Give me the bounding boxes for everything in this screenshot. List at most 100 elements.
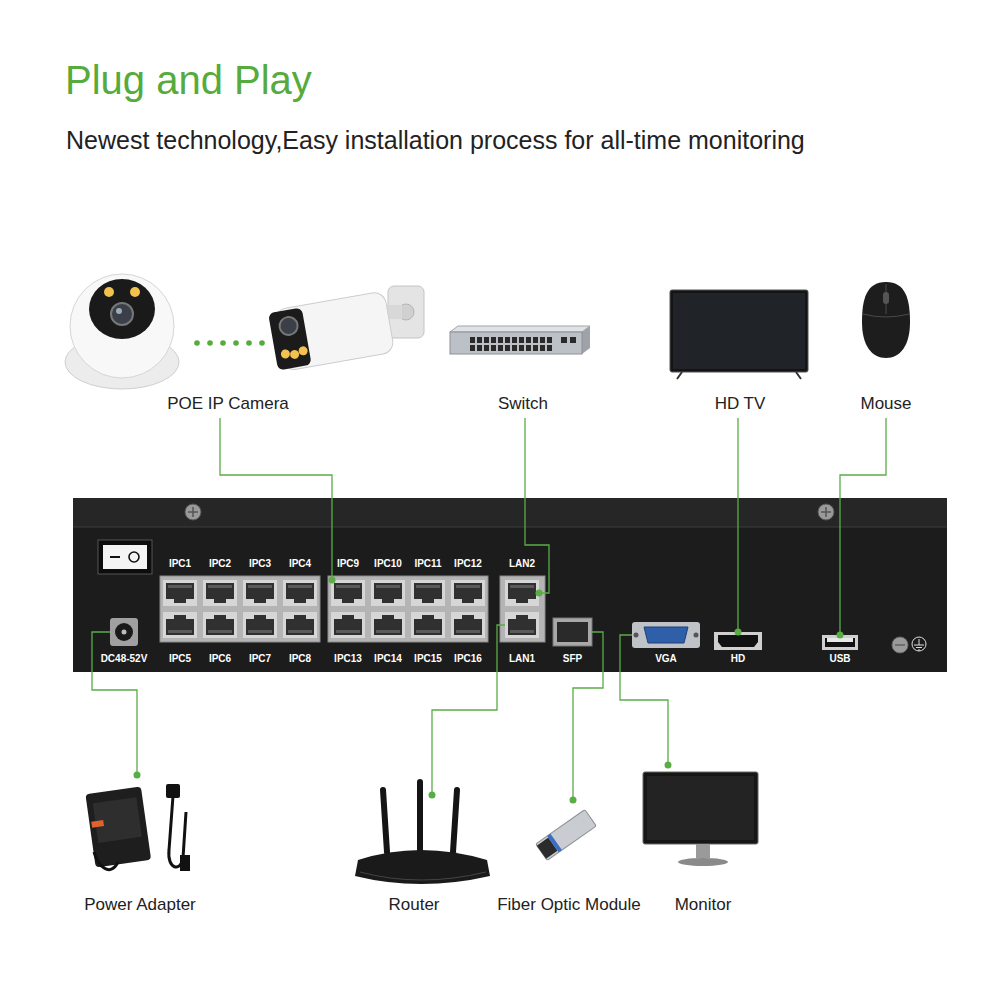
router-icon	[355, 782, 490, 884]
link-dots	[207, 340, 213, 346]
nvr-chassis	[73, 498, 947, 527]
port-label: IPC9	[337, 557, 359, 571]
nvr-chassis	[818, 504, 834, 520]
device-label: Power Adapter	[84, 894, 196, 916]
network-switch	[450, 326, 590, 332]
power-adapter-icon	[93, 797, 142, 843]
port-node: IPC6	[203, 612, 237, 638]
port-label: IPC8	[289, 652, 311, 666]
port-node: USB	[822, 635, 858, 650]
monitor-icon	[696, 844, 710, 858]
page-subtitle: Newest technology,Easy installation proc…	[66, 125, 805, 155]
port-node: IPC16	[451, 612, 485, 638]
nvr-chassis	[821, 507, 831, 517]
nvr-chassis	[188, 507, 198, 517]
dc-jack	[110, 618, 138, 646]
port-node: IPC12	[451, 580, 485, 606]
device-node: Mouse	[850, 275, 922, 418]
mouse-icon	[863, 314, 909, 317]
sfp-module-icon	[547, 834, 562, 853]
network-switch	[570, 337, 576, 343]
dome-camera	[70, 274, 174, 378]
port-node: IPC3	[243, 580, 277, 606]
rj45-block	[451, 580, 485, 606]
router-icon	[453, 790, 457, 852]
port-label: IPC11	[414, 557, 441, 571]
link-dots	[246, 340, 252, 346]
rj45-block	[243, 580, 277, 606]
dome-camera	[104, 287, 114, 297]
network-switch	[582, 326, 590, 354]
port-label: IPC13	[334, 652, 362, 666]
rj45-block	[411, 612, 445, 638]
port-node: IPC8	[283, 612, 317, 638]
device-node: POE IP Camera	[60, 275, 396, 418]
vga-port	[632, 622, 700, 648]
link-dots	[220, 340, 226, 346]
rj45-block	[160, 576, 545, 642]
connector-dot	[735, 629, 742, 636]
rj45-block	[331, 580, 365, 606]
bullet-camera	[289, 349, 299, 359]
device-label: Router	[388, 894, 439, 916]
rj45-block	[331, 612, 365, 638]
port-label: IPC15	[414, 652, 442, 666]
device-label: Monitor	[675, 894, 732, 916]
monitor-icon	[647, 776, 754, 840]
port-label: IPC3	[249, 557, 271, 571]
power-adapter-icon	[94, 852, 118, 870]
port-label: IPC7	[249, 652, 271, 666]
connector-dot	[429, 792, 436, 799]
device-label: POE IP Camera	[167, 393, 289, 415]
power-adapter-icon	[85, 784, 190, 871]
port-label: IPC14	[374, 652, 402, 666]
nvr-chassis	[185, 504, 201, 520]
bullet-camera	[298, 346, 308, 356]
bullet-camera	[268, 291, 395, 373]
port-label: DC48-52V	[101, 652, 148, 666]
rj45-block	[451, 612, 485, 638]
device-node: Monitor	[650, 765, 756, 919]
port-label: IPC1	[169, 557, 191, 571]
ground-terminal	[912, 637, 926, 651]
rj45-block	[243, 612, 277, 638]
rj45-block	[500, 576, 545, 642]
tv-screen	[670, 290, 808, 379]
port-node: IPC11	[411, 580, 445, 606]
rj45-block	[371, 580, 405, 606]
port-label: IPC4	[289, 557, 311, 571]
ground-terminal	[892, 637, 926, 653]
port-node: IPC2	[203, 580, 237, 606]
connector-dot	[329, 577, 336, 584]
port-label: USB	[829, 652, 850, 666]
device-node: HD TV	[662, 282, 818, 418]
usb-port	[827, 638, 853, 642]
port-node: VGA	[632, 622, 700, 648]
device-node: Power Adapter	[70, 775, 210, 919]
power-switch	[98, 540, 152, 574]
device-node: Fiber Optic Module	[489, 800, 649, 919]
hdmi-port	[718, 635, 758, 647]
port-node: IPC1	[163, 580, 197, 606]
dc-jack	[122, 630, 127, 635]
dome-camera	[130, 287, 140, 297]
port-node: IPC13	[331, 612, 365, 638]
router-icon	[383, 790, 387, 852]
rj45-block	[283, 612, 317, 638]
rj45-block	[160, 576, 320, 642]
network-switch	[561, 337, 567, 343]
vga-port	[632, 622, 700, 648]
power-adapter-icon	[180, 855, 190, 871]
port-label: IPC10	[374, 557, 402, 571]
dome-camera	[116, 308, 122, 314]
mouse-icon	[862, 282, 910, 358]
rj45-block	[203, 612, 237, 638]
dc-jack	[115, 623, 133, 641]
device-node: Switch	[443, 318, 603, 418]
nvr-chassis	[73, 527, 947, 528]
vga-port	[694, 633, 699, 638]
port-node: IPC7	[243, 612, 277, 638]
rj45-block	[505, 580, 539, 606]
link-dots	[194, 340, 200, 346]
ground-terminal	[895, 645, 905, 646]
